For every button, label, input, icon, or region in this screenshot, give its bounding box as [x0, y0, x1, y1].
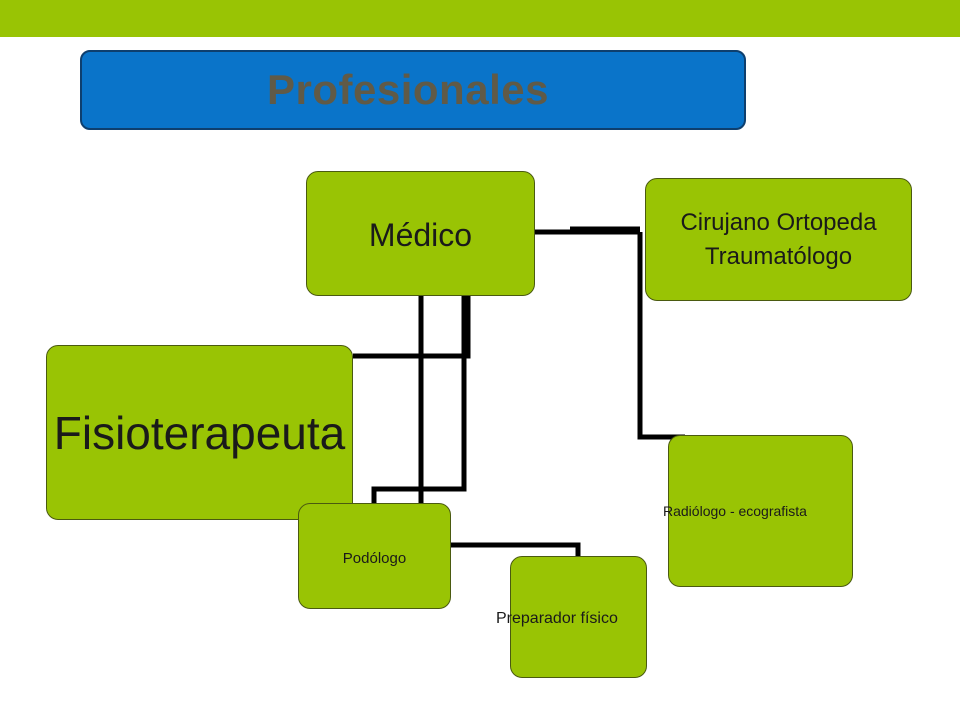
node-cirujano-label-line2: Traumatólogo: [704, 242, 853, 270]
top-accent-bar: [0, 0, 960, 37]
node-medico-label: Médico: [368, 217, 473, 253]
node-radiologo-label: Radiólogo - ecografista: [663, 503, 807, 519]
connector-medico-podologo-loop: [371, 356, 467, 503]
node-preparador-fisico: [510, 556, 647, 678]
connector-podologo-preparador: [451, 542, 581, 556]
node-radiologo: [668, 435, 853, 587]
node-fisioterapeuta: Fisioterapeuta: [46, 345, 353, 520]
title-banner: Profesionales: [80, 50, 746, 130]
connector-medico-fisioterapeuta: [353, 296, 471, 359]
node-medico: Médico: [306, 171, 535, 296]
node-fisioterapeuta-label: Fisioterapeuta: [53, 406, 346, 459]
node-cirujano-label-line1: Cirujano Ortopeda: [680, 208, 877, 236]
node-podologo: Podólogo: [298, 503, 451, 609]
node-preparador-label: Preparador físico: [496, 610, 618, 627]
page-title: Profesionales: [267, 66, 549, 113]
node-podologo-label: Podólogo: [342, 549, 407, 567]
connector-branch-radiologo: [637, 232, 685, 440]
node-cirujano-ortopeda: Cirujano Ortopeda Traumatólogo: [645, 178, 912, 301]
